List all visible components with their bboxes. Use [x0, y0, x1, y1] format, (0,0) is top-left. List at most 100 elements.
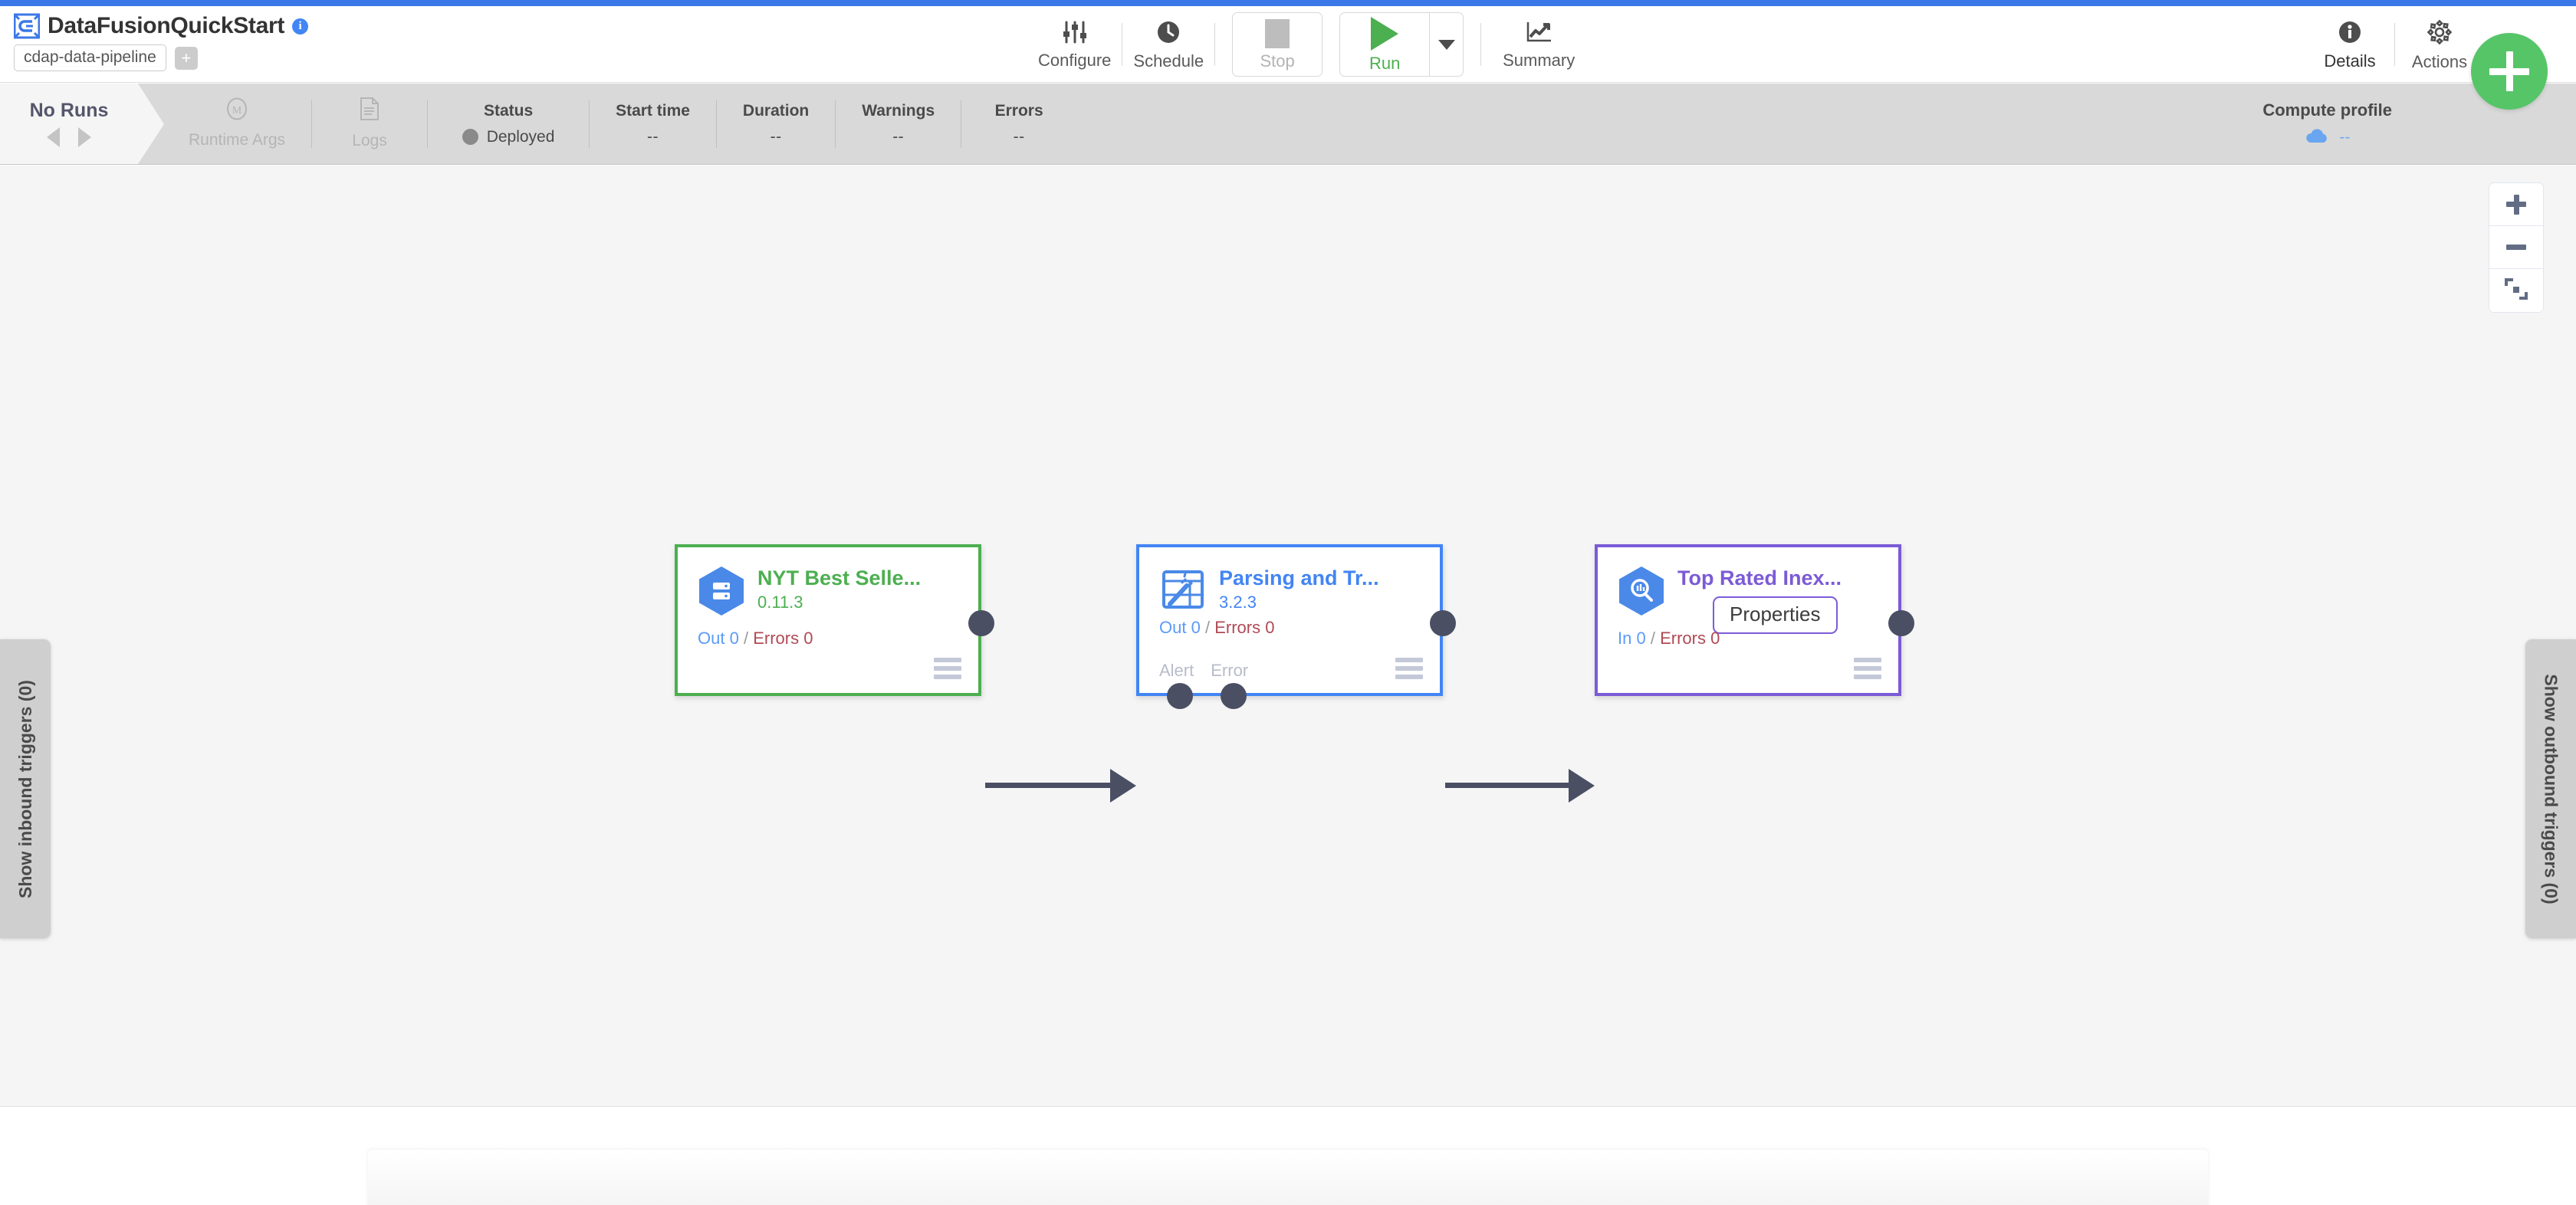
status-cells: M Runtime Args Logs: [163, 84, 1076, 164]
node-metric-separator: /: [743, 629, 749, 648]
hamburger-icon[interactable]: [934, 658, 961, 679]
node-output-port[interactable]: [968, 610, 994, 636]
node-header: Parsing and Tr... 3.2.3: [1139, 547, 1440, 616]
node-name-label: NYT Best Selle...: [757, 566, 922, 589]
logs-label: Logs: [352, 132, 387, 150]
triangle-right-icon[interactable]: [78, 127, 91, 148]
runtime-args-button[interactable]: M Runtime Args: [163, 84, 311, 164]
badge-row: cdap-data-pipeline +: [14, 44, 308, 72]
error-port-label: Error: [1211, 661, 1249, 680]
top-accent-bar: [0, 0, 2576, 6]
errors-value: --: [1013, 127, 1025, 146]
status-cell-start-time: Start time --: [590, 84, 716, 164]
edge-transform-to-sink[interactable]: [1445, 783, 1582, 788]
status-text: Deployed: [486, 127, 555, 146]
run-nav-arrows: [47, 127, 91, 148]
toolbar-divider: [1480, 23, 1482, 66]
node-errors-value: 0: [803, 629, 813, 648]
node-out-label: Out: [1159, 618, 1187, 637]
node-titles: Top Rated Inex...: [1677, 564, 1842, 590]
toolbar-divider: [2394, 23, 2395, 66]
status-value: Deployed: [462, 127, 555, 146]
schedule-button[interactable]: Schedule: [1122, 11, 1214, 77]
runtime-args-label: Runtime Args: [189, 131, 286, 149]
bigquery-sink-icon: [1618, 566, 1665, 616]
fit-to-screen-button[interactable]: [2489, 269, 2543, 312]
pipeline-node-source[interactable]: NYT Best Selle... 0.11.3 Out 0 / Errors …: [675, 544, 994, 696]
fit-to-screen-icon: [2504, 277, 2528, 305]
stop-button-box[interactable]: Stop: [1232, 12, 1323, 77]
details-button[interactable]: Details: [2305, 11, 2394, 77]
pipeline-graph: NYT Best Selle... 0.11.3 Out 0 / Errors …: [0, 166, 2576, 1106]
errors-header: Errors: [994, 102, 1043, 120]
pipeline-canvas[interactable]: Show inbound triggers (0) Show outbound …: [0, 166, 2576, 1107]
info-circle-icon: [2338, 20, 2362, 48]
edge-source-to-transform[interactable]: [985, 783, 1123, 788]
zoom-in-button[interactable]: [2489, 183, 2543, 226]
node-errors-label: Errors: [753, 629, 800, 648]
toolbar-divider: [1214, 23, 1216, 66]
add-plugin-fab[interactable]: [2471, 33, 2548, 110]
warnings-header: Warnings: [862, 102, 935, 120]
hamburger-icon[interactable]: [1854, 658, 1881, 679]
node-output-port[interactable]: [1888, 610, 1914, 636]
status-header: Status: [483, 102, 534, 120]
bigquery-source-icon: [698, 566, 745, 616]
node-titles: Parsing and Tr... 3.2.3: [1219, 564, 1379, 612]
actions-label: Actions: [2411, 51, 2468, 71]
node-output-port[interactable]: [1430, 610, 1456, 636]
configure-button[interactable]: Configure: [1027, 11, 1122, 77]
stop-square-icon: [1265, 19, 1290, 48]
run-button-box[interactable]: Run: [1339, 12, 1464, 77]
alert-port-label: Alert: [1159, 661, 1194, 680]
logs-button[interactable]: Logs: [312, 84, 427, 164]
outbound-triggers-tab[interactable]: Show outbound triggers (0): [2525, 639, 2576, 938]
node-metrics: In 0 / Errors 0: [1618, 629, 1720, 648]
macro-m-icon: M: [225, 97, 248, 124]
svg-text:M: M: [232, 105, 242, 117]
zoom-out-button[interactable]: [2489, 226, 2543, 269]
node-metric-separator: /: [1204, 618, 1211, 637]
node-errors-value: 0: [1265, 618, 1275, 637]
zoom-controls: [2489, 182, 2544, 313]
chevron-down-icon: [1438, 39, 1455, 50]
pipeline-node-sink[interactable]: Top Rated Inex... Properties In 0 / Erro…: [1595, 544, 1914, 696]
status-divider: [311, 100, 313, 148]
node-name-label: Parsing and Tr...: [1219, 566, 1379, 589]
clock-icon: [1156, 20, 1181, 48]
actions-button[interactable]: Actions: [2395, 11, 2484, 77]
properties-tooltip[interactable]: Properties: [1713, 596, 1838, 634]
minus-icon: [2506, 245, 2526, 250]
play-triangle-icon: [1371, 17, 1399, 51]
compute-profile-value: --: [2305, 128, 2351, 147]
node-header: NYT Best Selle... 0.11.3: [678, 547, 978, 616]
node-port-labels: Alert Error: [1159, 661, 1248, 681]
pipeline-toolbar: Configure Schedule Stop: [1027, 6, 1596, 83]
hamburger-icon[interactable]: [1395, 658, 1423, 679]
cdap-logo-icon: [13, 13, 41, 39]
sliders-icon: [1062, 21, 1088, 48]
pipeline-node-transform[interactable]: Parsing and Tr... 3.2.3 Out 0 / Errors 0…: [1136, 544, 1456, 709]
status-cell-status: Status Deployed: [428, 84, 589, 164]
info-icon[interactable]: i: [292, 18, 309, 34]
add-tag-button[interactable]: +: [174, 46, 198, 70]
triangle-left-icon[interactable]: [47, 127, 60, 148]
run-button[interactable]: Run: [1340, 13, 1429, 76]
artifact-type-badge[interactable]: cdap-data-pipeline: [14, 44, 166, 72]
node-metric-separator: /: [1650, 629, 1655, 648]
node-alert-port[interactable]: [1167, 683, 1193, 709]
node-out-label: Out: [698, 629, 725, 648]
duration-header: Duration: [742, 102, 810, 120]
node-error-port[interactable]: [1221, 683, 1247, 709]
summary-button[interactable]: Summary: [1481, 11, 1596, 77]
inbound-triggers-tab[interactable]: Show inbound triggers (0): [0, 639, 51, 938]
status-divider: [427, 100, 429, 148]
stop-button[interactable]: Stop: [1233, 13, 1322, 76]
status-badge: [462, 128, 478, 145]
status-divider: [589, 100, 590, 148]
run-dropdown-button[interactable]: [1429, 13, 1463, 76]
status-cell-warnings: Warnings --: [836, 84, 961, 164]
compute-profile-cell[interactable]: Compute profile --: [2262, 84, 2392, 164]
node-in-value: 0: [1636, 629, 1646, 648]
edge-arrow-transform-to-sink: [1569, 769, 1595, 803]
